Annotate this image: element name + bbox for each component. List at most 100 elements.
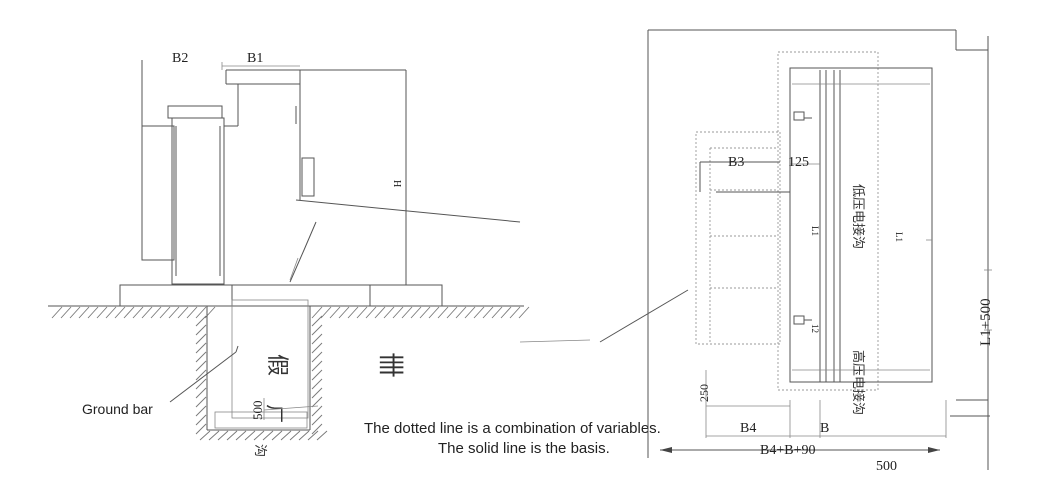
hatch-stroke (316, 430, 328, 441)
trench-bottom-slab (214, 411, 308, 429)
label-b1: B1 (247, 51, 263, 66)
hatch-stroke (464, 306, 476, 319)
hatch-stroke (437, 306, 449, 319)
label-hv-trench: 高压电接沟 (850, 350, 866, 415)
hatch-stroke (195, 333, 207, 345)
hatch-stroke (195, 369, 207, 381)
label-trench-char-2: ㄏ (263, 404, 287, 424)
label-l1-inner: L1 (810, 226, 820, 236)
hatch-stroke (410, 306, 422, 319)
hatch-stroke (159, 306, 171, 319)
cabinet-plan (789, 67, 933, 383)
label-l1-outer: L1 (894, 232, 904, 242)
hatch-stroke (195, 378, 207, 390)
hatch-stroke (428, 306, 440, 319)
hatch-stroke (195, 306, 207, 319)
hatch-stroke (150, 306, 162, 319)
hatch-stroke (311, 387, 323, 399)
label-lv-trench: 低压电接沟 (850, 184, 866, 249)
hatch-stroke (500, 306, 512, 319)
hatch-stroke (482, 306, 494, 319)
hatch-stroke (195, 324, 207, 336)
hatch-stroke (195, 396, 207, 408)
hatch-stroke (195, 351, 207, 363)
hatch-stroke (383, 306, 395, 319)
label-b3: B3 (728, 155, 744, 170)
hatch-stroke (491, 306, 503, 319)
hatch-stroke (195, 414, 207, 426)
label-500-bottom: 500 (876, 459, 897, 474)
hatch-stroke (226, 430, 238, 441)
hatch-stroke (311, 324, 323, 336)
hatch-stroke (518, 306, 530, 319)
plan-view: B3 125 L1 L1 12 250 低压电接沟 高压电接沟 L1+500 B… (519, 29, 994, 474)
hatch-stroke (446, 306, 458, 319)
label-b: B (820, 421, 829, 436)
hatch-stroke (374, 306, 386, 319)
hatch-stroke (105, 306, 117, 319)
hatch-stroke (329, 306, 341, 319)
hatch-stroke (280, 430, 292, 441)
label-500-left: 500 (250, 401, 265, 421)
hatch-stroke (307, 430, 319, 441)
hatch-stroke (168, 306, 180, 319)
hatch-stroke (455, 306, 467, 319)
hatch-stroke (195, 342, 207, 354)
note-solid-line: The solid line is the basis. (438, 440, 610, 457)
hatch-stroke (509, 306, 521, 319)
hatch-stroke (141, 306, 153, 319)
hatch-stroke (356, 306, 368, 319)
hatch-stroke (69, 306, 81, 319)
cable-trench (231, 299, 309, 419)
hatch-stroke (311, 333, 323, 345)
label-12: 12 (810, 324, 820, 333)
label-h: H (391, 180, 402, 187)
hatch-stroke (195, 360, 207, 372)
ground-hatching (48, 305, 530, 441)
hatch-stroke (132, 306, 144, 319)
hatch-stroke (78, 306, 90, 319)
label-room-char: 卌 (375, 352, 405, 378)
side-view: B2 B1 H 假 ㄏ 沟 卌 500 Ground bar (48, 51, 530, 457)
ground-bar-leader (169, 351, 237, 403)
hatch-stroke (311, 405, 323, 417)
hatch-stroke (186, 306, 198, 319)
hatch-stroke (320, 306, 332, 319)
hatch-stroke (60, 306, 72, 319)
hatch-stroke (401, 306, 413, 319)
hatch-stroke (311, 369, 323, 381)
label-trench-char-1: 假 (264, 354, 289, 376)
label-ground-bar: Ground bar (82, 401, 153, 417)
hatch-stroke (311, 414, 323, 426)
hatch-stroke (419, 306, 431, 319)
dotted-outline-outer (777, 51, 879, 391)
hatch-stroke (199, 430, 211, 441)
label-b2: B2 (172, 51, 188, 66)
hatch-stroke (338, 306, 350, 319)
hatch-stroke (195, 315, 207, 327)
label-trench-char-3: 沟 (252, 444, 267, 457)
hatch-stroke (235, 430, 247, 441)
hatch-stroke (289, 430, 301, 441)
label-250: 250 (697, 384, 711, 402)
hatch-stroke (311, 378, 323, 390)
switchgear-cabinet (141, 60, 521, 285)
label-125: 125 (788, 155, 809, 170)
hatch-stroke (473, 306, 485, 319)
hatch-stroke (311, 360, 323, 372)
hatch-stroke (244, 430, 256, 441)
hatch-stroke (177, 306, 189, 319)
hatch-stroke (195, 423, 207, 435)
hatch-stroke (262, 430, 274, 441)
label-b4: B4 (740, 421, 756, 436)
hatch-stroke (217, 430, 229, 441)
hatch-stroke (347, 306, 359, 319)
hatch-stroke (87, 306, 99, 319)
hatch-stroke (311, 306, 323, 319)
hatch-stroke (365, 306, 377, 319)
hatch-stroke (392, 306, 404, 319)
note-dotted-line: The dotted line is a combination of vari… (364, 420, 661, 437)
hatch-stroke (96, 306, 108, 319)
label-b4-b-90: B4+B+90 (760, 443, 815, 458)
